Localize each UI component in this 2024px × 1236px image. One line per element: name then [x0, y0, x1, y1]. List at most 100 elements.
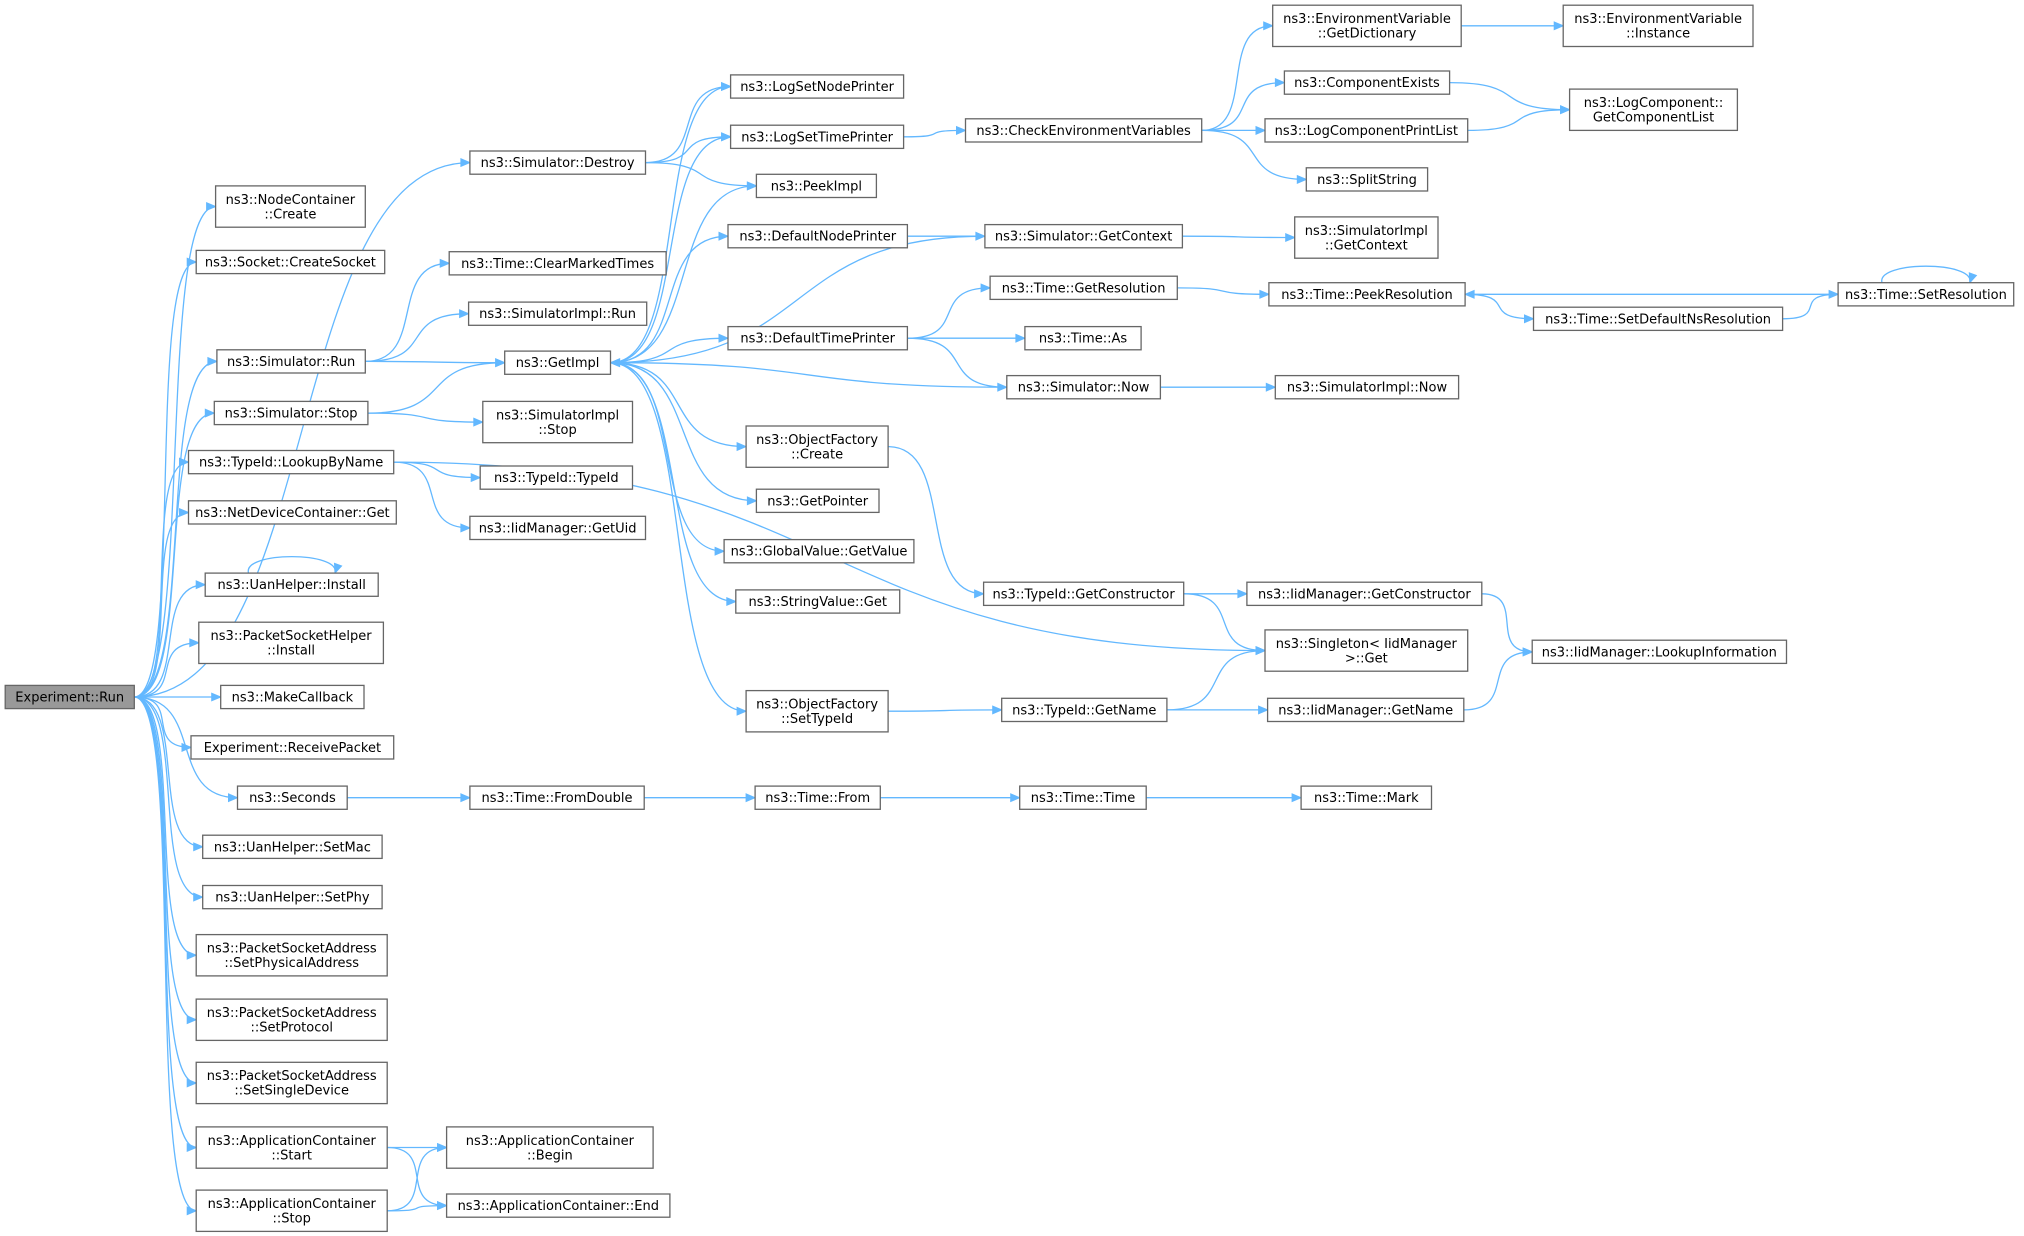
node-time-time[interactable]: ns3::Time::Time [1019, 785, 1147, 810]
edge-checkenvironmentvariables-to-splitstring [1201, 129, 1308, 184]
edge-typeid-lookupbyname-to-iidmanager-getuid [393, 461, 472, 533]
node-simulatorimpl-now[interactable]: ns3::SimulatorImpl::Now [1274, 374, 1460, 400]
node-uanhelper-install[interactable]: ns3::UanHelper::Install [204, 572, 379, 597]
node-envvar-getdictionary[interactable]: ns3::EnvironmentVariable::GetDictionary [1272, 4, 1462, 48]
node-label: GetComponentList [1593, 111, 1714, 126]
node-box [1305, 167, 1429, 192]
node-iidmanager-getuid[interactable]: ns3::IidManager::GetUid [469, 515, 647, 541]
node-logsetnodeprinter[interactable]: ns3::LogSetNodePrinter [729, 74, 905, 99]
node-componentexists[interactable]: ns3::ComponentExists [1283, 70, 1451, 95]
edge-line [1201, 129, 1307, 181]
node-simulator-now[interactable]: ns3::Simulator::Now [1006, 374, 1162, 400]
node-box [982, 581, 1185, 607]
node-box [729, 124, 905, 150]
arrowhead [186, 257, 198, 267]
node-getimpl[interactable]: ns3::GetImpl [504, 350, 612, 375]
node-socket-createsocket[interactable]: ns3::Socket::CreateSocket [195, 249, 386, 275]
node-logcomponentprintlist[interactable]: ns3::LogComponentPrintList [1264, 118, 1469, 143]
node-time-mark[interactable]: ns3::Time::Mark [1300, 785, 1433, 810]
edge-time-setresolution-to-time-setresolution [1881, 265, 1978, 284]
node-singleton-get[interactable]: ns3::Singleton< IidManager >::Get [1264, 629, 1469, 672]
node-iidmanager-getname[interactable]: ns3::IidManager::GetName [1266, 697, 1465, 723]
node-seconds[interactable]: ns3::Seconds [236, 785, 348, 810]
node-time-getresolution[interactable]: ns3::Time::GetResolution [989, 275, 1178, 301]
edge-line [134, 696, 197, 956]
node-objectfactory-settypeid[interactable]: ns3::ObjectFactory::SetTypeId [745, 689, 889, 733]
node-envvar-instance[interactable]: ns3::EnvironmentVariable::Instance [1562, 4, 1754, 48]
node-simulator-run[interactable]: ns3::Simulator::Run [216, 349, 366, 374]
node-label: ns3::SplitString [1317, 173, 1417, 188]
node-globalvalue-getvalue[interactable]: ns3::GlobalValue::GetValue [723, 538, 915, 564]
node-logcomponent-getcomponentlist[interactable]: ns3::LogComponent::GetComponentList [1568, 88, 1739, 132]
node-simulator-getcontext[interactable]: ns3::Simulator::GetContext [984, 223, 1184, 249]
node-receivepacket[interactable]: Experiment::ReceivePacket [190, 735, 395, 760]
node-psa-setphysicaladdress[interactable]: ns3::PacketSocketAddress::SetPhysicalAdd… [195, 933, 388, 977]
edge-line [134, 412, 215, 698]
node-box [467, 301, 648, 326]
node-simulatorimpl-run[interactable]: ns3::SimulatorImpl::Run [467, 301, 648, 326]
node-simulator-stop[interactable]: ns3::Simulator::Stop [213, 400, 369, 426]
node-time-clearmarkedtimes[interactable]: ns3::Time::ClearMarkedTimes [448, 251, 667, 276]
node-simulatorimpl-getcontext[interactable]: ns3::SimulatorImpl::GetContext [1294, 216, 1439, 259]
edge-simulator-stop-to-simulatorimpl-stop [367, 412, 485, 427]
node-label: ns3::TypeId::LookupByName [199, 456, 383, 471]
node-time-as[interactable]: ns3::Time::As [1024, 325, 1142, 351]
node-typeid-getconstructor[interactable]: ns3::TypeId::GetConstructor [982, 581, 1185, 607]
node-label: ::Create [791, 447, 843, 462]
node-getpointer[interactable]: ns3::GetPointer [755, 488, 880, 514]
node-iidmanager-getconstructor[interactable]: ns3::IidManager::GetConstructor [1246, 581, 1483, 607]
node-box [198, 621, 385, 665]
node-box [1837, 282, 2015, 307]
edge-run-to-seconds [134, 696, 239, 803]
node-box [1531, 639, 1788, 665]
node-iidmanager-lookupinformation[interactable]: ns3::IidManager::LookupInformation [1531, 639, 1788, 665]
node-peekimpl[interactable]: ns3::PeekImpl [755, 173, 878, 199]
node-appcontainer-end[interactable]: ns3::ApplicationContainer::End [445, 1193, 671, 1218]
node-time-setdefaultnsresolution[interactable]: ns3::Time::SetDefaultNsResolution [1532, 306, 1784, 332]
node-stringvalue-get[interactable]: ns3::StringValue::Get [735, 589, 901, 614]
node-label: ns3::UanHelper::SetPhy [215, 891, 370, 906]
node-appcontainer-start[interactable]: ns3::ApplicationContainer::Start [195, 1126, 388, 1169]
node-psa-setprotocol[interactable]: ns3::PacketSocketAddress::SetProtocol [195, 998, 388, 1042]
node-label: ns3::Simulator::Destroy [481, 156, 635, 171]
node-makecallback[interactable]: ns3::MakeCallback [220, 684, 365, 710]
node-defaultnodeprinter[interactable]: ns3::DefaultNodePrinter [727, 223, 909, 249]
node-run[interactable]: Experiment::Run [4, 684, 135, 710]
node-objectfactory-create[interactable]: ns3::ObjectFactory::Create [745, 425, 889, 468]
node-label: >::Get [1345, 651, 1388, 666]
node-checkenvironmentvariables[interactable]: ns3::CheckEnvironmentVariables [964, 118, 1203, 143]
node-box [1274, 374, 1460, 400]
node-label: ns3::ApplicationContainer [466, 1134, 635, 1149]
node-time-setresolution[interactable]: ns3::Time::SetResolution [1837, 282, 2015, 307]
node-splitstring[interactable]: ns3::SplitString [1305, 167, 1429, 192]
node-logsettimeprinter[interactable]: ns3::LogSetTimePrinter [729, 124, 905, 150]
node-appcontainer-begin[interactable]: ns3::ApplicationContainer::Begin [445, 1126, 654, 1169]
arrowhead [333, 562, 343, 575]
node-simulatorimpl-stop[interactable]: ns3::SimulatorImpl::Stop [482, 400, 634, 444]
node-box [445, 1126, 654, 1169]
node-defaulttimeprinter[interactable]: ns3::DefaultTimePrinter [727, 325, 909, 351]
node-box [1266, 697, 1465, 723]
node-typeid-getname[interactable]: ns3::TypeId::GetName [1001, 697, 1168, 723]
node-time-from[interactable]: ns3::Time::From [754, 785, 881, 810]
node-simulator-destroy[interactable]: ns3::Simulator::Destroy [469, 150, 647, 175]
node-time-peekresolution[interactable]: ns3::Time::PeekResolution [1268, 282, 1466, 307]
node-nodecontainer-create[interactable]: ns3::NodeContainer::Create [214, 185, 366, 228]
node-label: ns3::IidManager::GetConstructor [1258, 587, 1471, 602]
node-uanhelper-setphy[interactable]: ns3::UanHelper::SetPhy [202, 884, 383, 910]
node-psa-setsingledevice[interactable]: ns3::PacketSocketAddress::SetSingleDevic… [195, 1061, 388, 1105]
node-time-fromdouble[interactable]: ns3::Time::FromDouble [469, 785, 645, 810]
edge-appcontainer-stop-to-appcontainer-begin [387, 1142, 448, 1212]
node-netdevicecontainer-get[interactable]: ns3::NetDeviceContainer::Get [187, 500, 397, 525]
node-label: ns3::Simulator::GetContext [995, 230, 1172, 245]
node-box [755, 173, 878, 199]
node-box [735, 589, 901, 614]
node-packetsockethelper-install[interactable]: ns3::PacketSocketHelper::Install [198, 621, 385, 665]
node-typeid-lookupbyname[interactable]: ns3::TypeId::LookupByName [187, 449, 395, 475]
node-appcontainer-stop[interactable]: ns3::ApplicationContainer::Stop [195, 1189, 388, 1233]
node-label: ns3::PacketSocketAddress [207, 1006, 377, 1021]
node-label: ns3::ObjectFactory [756, 698, 878, 713]
node-uanhelper-setmac[interactable]: ns3::UanHelper::SetMac [202, 834, 383, 860]
node-box [469, 150, 647, 175]
node-typeid-typeid[interactable]: ns3::TypeId::TypeId [479, 465, 634, 490]
